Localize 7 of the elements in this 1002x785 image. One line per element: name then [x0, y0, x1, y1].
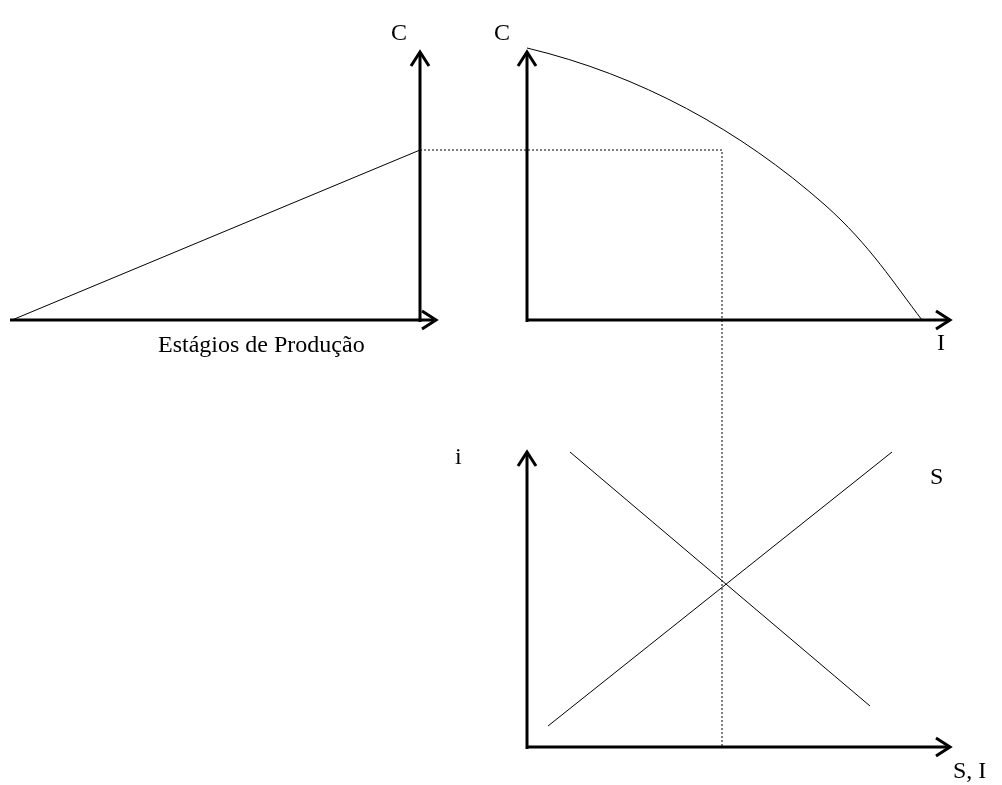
axis-label: S: [930, 462, 944, 490]
axis-label: C: [391, 18, 407, 46]
axis-label: S, I: [953, 756, 987, 784]
axis-label: Estágios de Produção: [158, 330, 365, 358]
axis-label: i: [455, 442, 462, 470]
axis-label: C: [494, 18, 510, 46]
axis-label: I: [937, 328, 945, 356]
